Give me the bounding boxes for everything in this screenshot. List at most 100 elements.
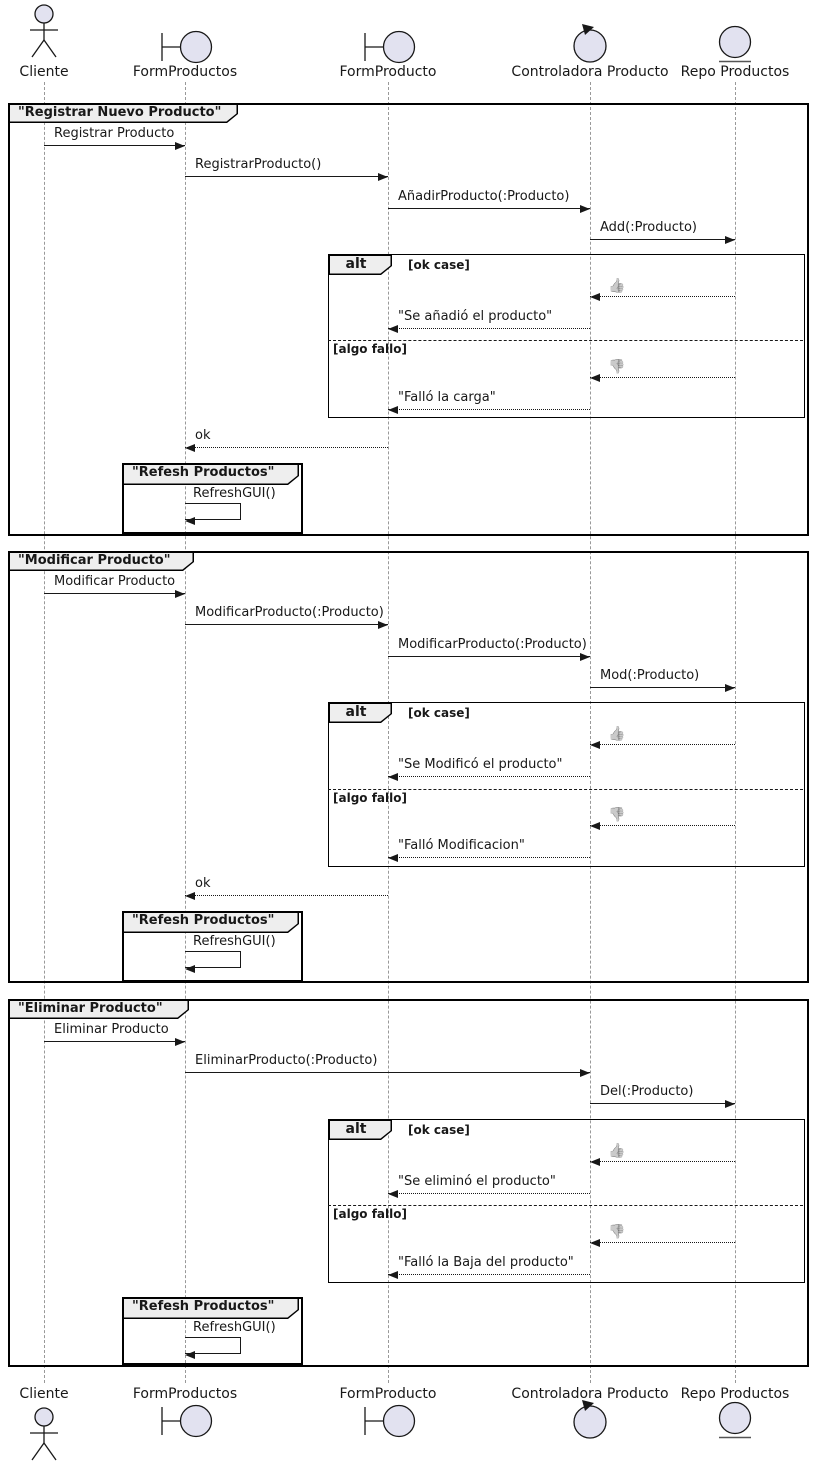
- message-label: AñadirProducto(:Producto): [398, 189, 570, 204]
- alt-divider: [328, 1205, 803, 1206]
- participant-label-formproductos: FormProductos: [132, 1386, 238, 1402]
- participant-label-controladora: Controladora Producto: [511, 1386, 669, 1402]
- fragment-modificar-header: "Modificar Producto": [8, 551, 194, 571]
- message-label: RefreshGUI(): [193, 486, 276, 501]
- participant-label-formproductos: FormProductos: [132, 64, 238, 80]
- message: Mod(:Producto): [590, 668, 735, 692]
- message: "Se eliminó el producto": [388, 1174, 590, 1198]
- message: ModificarProducto(:Producto): [185, 605, 388, 629]
- alt-guard-ok: [ok case]: [408, 1123, 470, 1137]
- thumbs-up-icon: 👍: [608, 726, 626, 742]
- message-label: "Se añadió el producto": [398, 309, 553, 324]
- message-label: ModificarProducto(:Producto): [195, 605, 384, 620]
- alt-fragment: [328, 1119, 805, 1283]
- message: "Se Modificó el producto": [388, 757, 590, 781]
- subfragment-refresh-header: "Refesh Productos": [122, 911, 299, 933]
- message-label: "Se Modificó el producto": [398, 757, 563, 772]
- thumbs-up-icon: 👍: [608, 1143, 626, 1159]
- message: Add(:Producto): [590, 220, 735, 244]
- subfragment-refresh-header: "Refesh Productos": [122, 463, 299, 485]
- entity-icon: [718, 25, 752, 65]
- message: ModificarProducto(:Producto): [388, 637, 590, 661]
- message-label: ModificarProducto(:Producto): [398, 637, 587, 652]
- message-label: RegistrarProducto(): [195, 157, 322, 172]
- participant-label-formproducto: FormProducto: [339, 1386, 437, 1402]
- lifeline-cliente: [44, 82, 45, 1383]
- self-message-arrow: [185, 1337, 241, 1359]
- participant-label-controladora: Controladora Producto: [511, 64, 669, 80]
- message: EliminarProducto(:Producto): [185, 1053, 590, 1077]
- participant-label-repo: Repo Productos: [680, 1386, 790, 1402]
- self-message: RefreshGUI(): [185, 934, 295, 973]
- message-thumbs-down: 👎: [590, 807, 735, 830]
- alt-guard-fail: [algo fallo]: [333, 1207, 407, 1221]
- subfragment-title: "Refesh Productos": [132, 1299, 275, 1314]
- message-label: ok: [195, 428, 211, 443]
- lifeline-controladora-producto: [590, 82, 591, 1383]
- alt-guard-ok: [ok case]: [408, 706, 470, 720]
- message-label: Mod(:Producto): [600, 668, 700, 683]
- message-label: "Falló la Baja del producto": [398, 1255, 574, 1270]
- participant-label-cliente: Cliente: [19, 64, 69, 80]
- message: ok: [185, 876, 388, 900]
- message: Del(:Producto): [590, 1084, 735, 1108]
- fragment-eliminar-header: "Eliminar Producto": [8, 999, 189, 1019]
- self-message-arrow: [185, 503, 241, 525]
- message: Eliminar Producto: [44, 1022, 185, 1046]
- message-label: Registrar Producto: [54, 126, 175, 141]
- participant-label-formproducto: FormProducto: [339, 64, 437, 80]
- boundary-icon: [158, 1403, 214, 1439]
- thumbs-down-icon: 👎: [608, 807, 626, 823]
- message: "Se añadió el producto": [388, 309, 590, 333]
- message-thumbs-up: 👍: [590, 278, 735, 301]
- message-label: RefreshGUI(): [193, 1320, 276, 1335]
- thumbs-down-icon: 👎: [608, 1224, 626, 1240]
- message-label: Eliminar Producto: [54, 1022, 169, 1037]
- subfragment-title: "Refesh Productos": [132, 465, 275, 480]
- control-icon: [572, 24, 608, 64]
- actor-icon: [26, 3, 62, 59]
- message-thumbs-down: 👎: [590, 359, 735, 382]
- alt-divider: [328, 789, 803, 790]
- alt-guard-fail: [algo fallo]: [333, 342, 407, 356]
- message: Modificar Producto: [44, 574, 185, 598]
- alt-operator-label: alt: [345, 256, 367, 272]
- message-label: Add(:Producto): [600, 220, 698, 235]
- actor-icon: [26, 1406, 62, 1462]
- message: AñadirProducto(:Producto): [388, 189, 590, 213]
- participant-label-cliente: Cliente: [19, 1386, 69, 1402]
- message-label: "Falló Modificacion": [398, 838, 525, 853]
- message-label: "Se eliminó el producto": [398, 1174, 556, 1189]
- alt-guard-ok: [ok case]: [408, 258, 470, 272]
- lifeline-formproductos: [185, 82, 186, 1383]
- self-message: RefreshGUI(): [185, 1320, 295, 1359]
- fragment-registrar-header: "Registrar Nuevo Producto": [8, 103, 238, 123]
- subfragment-title: "Refesh Productos": [132, 913, 275, 928]
- message: "Falló la carga": [388, 390, 590, 414]
- lifeline-formproducto: [388, 82, 389, 1383]
- message-label: Modificar Producto: [54, 574, 176, 589]
- message-label: EliminarProducto(:Producto): [195, 1053, 378, 1068]
- fragment-eliminar: [8, 999, 809, 1367]
- alt-divider: [328, 340, 803, 341]
- alt-operator: alt: [328, 1119, 392, 1140]
- message: "Falló la Baja del producto": [388, 1255, 590, 1279]
- boundary-icon: [361, 29, 417, 65]
- message-label: RefreshGUI(): [193, 934, 276, 949]
- fragment-title: "Registrar Nuevo Producto": [18, 105, 222, 120]
- message-thumbs-up: 👍: [590, 1143, 735, 1166]
- boundary-icon: [158, 29, 214, 65]
- alt-guard-fail: [algo fallo]: [333, 791, 407, 805]
- alt-fragment: [328, 254, 805, 418]
- alt-operator-label: alt: [345, 704, 367, 720]
- message-thumbs-up: 👍: [590, 726, 735, 749]
- message-label: "Falló la carga": [398, 390, 496, 405]
- entity-icon: [718, 1401, 752, 1441]
- message-thumbs-down: 👎: [590, 1224, 735, 1247]
- fragment-registrar: [8, 103, 809, 536]
- message: "Falló Modificacion": [388, 838, 590, 862]
- message: RegistrarProducto(): [185, 157, 388, 181]
- control-icon: [572, 1400, 608, 1440]
- fragment-modificar: [8, 551, 809, 983]
